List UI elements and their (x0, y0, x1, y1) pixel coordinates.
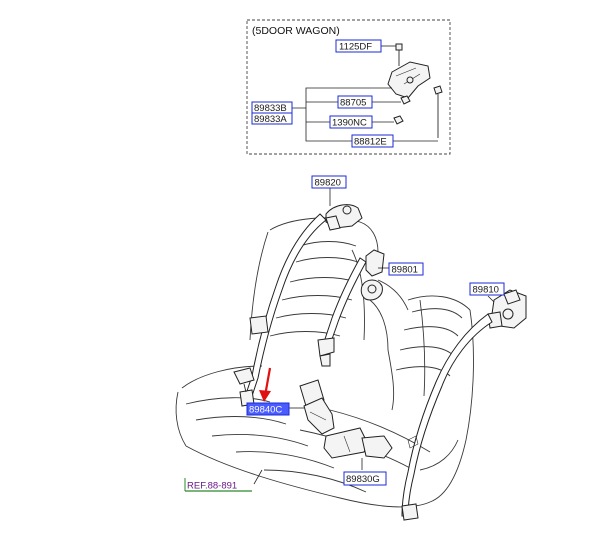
inset-border (246, 19, 451, 155)
svg-text:89833B: 89833B (254, 103, 287, 114)
belt-assembly-89801 (317, 249, 385, 367)
belt-assembly-89820 (233, 204, 363, 407)
label-1125DF[interactable]: 1125DF (335, 39, 382, 53)
svg-text:REF.88-891: REF.88-891 (187, 481, 237, 492)
svg-text:89840C: 89840C (249, 405, 282, 416)
buckle-89830G-drawing (323, 427, 393, 459)
label-89833A[interactable]: 89833A (251, 112, 293, 125)
belt-assembly-89810 (401, 289, 527, 521)
svg-text:1390NC: 1390NC (332, 118, 367, 129)
label-ref-88-891[interactable]: REF.88-891 (184, 478, 252, 492)
svg-text:89830G: 89830G (346, 474, 380, 485)
svg-text:89833A: 89833A (254, 114, 287, 125)
label-89810[interactable]: 89810 (469, 282, 505, 296)
label-89830G[interactable]: 89830G (343, 471, 387, 486)
label-89833B[interactable]: 89833B (251, 101, 293, 114)
svg-text:89810: 89810 (473, 285, 499, 296)
inset-title: (5DOOR WAGON) (252, 25, 340, 37)
label-89801[interactable]: 89801 (388, 262, 424, 276)
svg-text:89820: 89820 (315, 178, 341, 189)
main-leaders (253, 186, 495, 485)
label-88812E[interactable]: 88812E (351, 134, 394, 148)
red-arrow-icon (259, 367, 272, 402)
svg-text:89801: 89801 (392, 265, 418, 276)
label-89820[interactable]: 89820 (311, 175, 347, 189)
svg-text:88812E: 88812E (354, 137, 387, 148)
svg-text:1125DF: 1125DF (339, 42, 372, 53)
inset-leaders (292, 45, 438, 142)
inset-panel: (5DOOR WAGON) (246, 19, 451, 155)
svg-text:88705: 88705 (340, 98, 366, 109)
buckle-89840C-drawing (299, 379, 335, 435)
label-89840C[interactable]: 89840C (246, 402, 290, 416)
inset-bracket-drawing (387, 43, 443, 138)
label-88705[interactable]: 88705 (337, 95, 373, 109)
label-1390NC[interactable]: 1390NC (329, 115, 373, 129)
rear-seat-drawing (175, 217, 474, 508)
